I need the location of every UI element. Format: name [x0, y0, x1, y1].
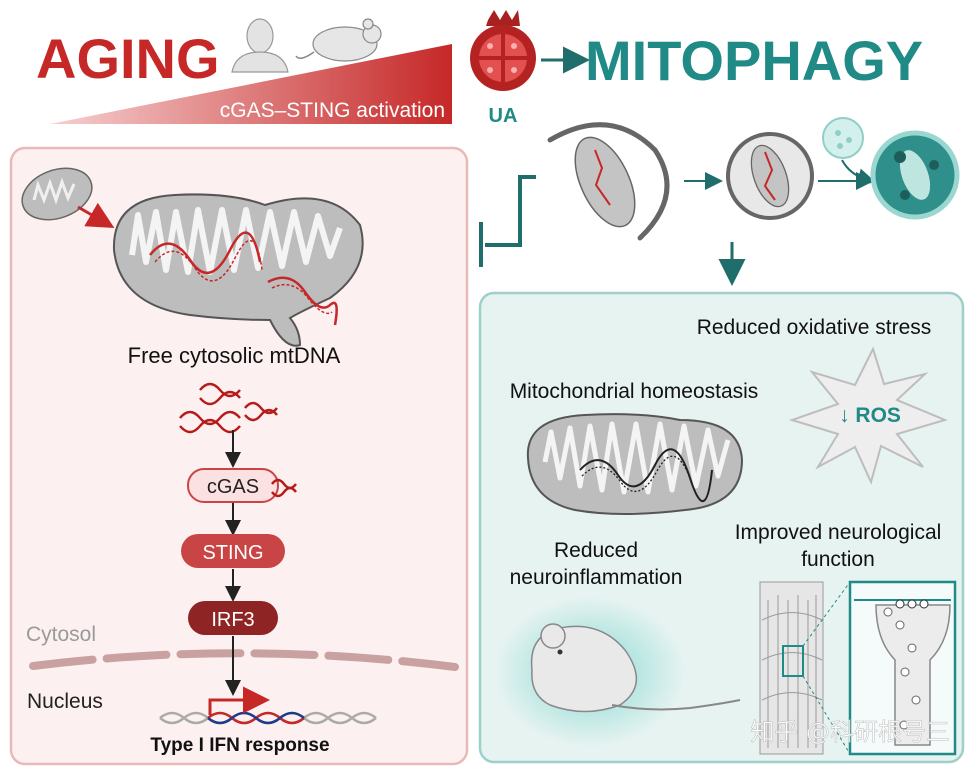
ua-label: UA: [489, 105, 518, 127]
transcription-start-arrow: [208, 686, 270, 715]
aging-title: AGING: [36, 27, 220, 90]
large-mitochondrion-icon: [112, 193, 364, 347]
activation-wedge: [50, 44, 452, 124]
irf3-label: IRF3: [211, 609, 254, 631]
dna-fragments-icon: [179, 382, 278, 434]
mouse-icon: [295, 18, 382, 62]
sting-label: STING: [202, 542, 263, 564]
ros-burst-icon: [788, 346, 948, 485]
neurological-line-1: Improved neurological: [735, 521, 942, 544]
free-mtdna-label: Free cytosolic mtDNA: [128, 343, 341, 368]
neuroinflammation-line-2: neuroinflammation: [510, 566, 683, 589]
homeostasis-label: Mitochondrial homeostasis: [510, 380, 759, 403]
lysosome-icon: [822, 117, 864, 159]
neural-tissue-icon: [759, 581, 824, 755]
small-mitochondrion-icon: [21, 167, 93, 221]
lysosome-fusion-arrow: [841, 159, 876, 186]
cytosol-label: Cytosol: [26, 623, 96, 646]
neurological-line-2: function: [801, 548, 875, 571]
oxidative-stress-label: Reduced oxidative stress: [697, 316, 932, 339]
nuclear-membrane: [29, 649, 459, 671]
pomegranate-icon: [470, 10, 536, 91]
phagophore-icon: [547, 122, 670, 241]
cgas-dna-icon: [271, 478, 297, 498]
nucleus-label: Nucleus: [27, 690, 103, 713]
mitophagy-title: MITOPHAGY: [585, 29, 923, 92]
red-arrow: [77, 202, 115, 228]
watermark: 知乎 @科研根号三: [750, 718, 950, 746]
human-bust-icon: [231, 18, 289, 73]
sting-pill: [181, 534, 285, 568]
healthy-mitochondrion-icon: [526, 413, 744, 515]
ifn-response-label: Type I IFN response: [150, 735, 329, 756]
inhibition-line: [485, 175, 536, 247]
irf3-pill: [188, 601, 278, 635]
cgas-pill: [187, 468, 279, 503]
neuron-inset-icon: [802, 580, 957, 756]
ros-label: ↓ ROS: [839, 404, 901, 427]
activation-label: cGAS–STING activation: [220, 99, 445, 122]
autophagosome-icon: [726, 132, 814, 220]
cgas-label: cGAS: [207, 476, 259, 498]
healthy-mouse-icon: [530, 623, 741, 713]
autolysosome-icon: [870, 130, 960, 220]
neuroinflammation-line-1: Reduced: [554, 539, 638, 562]
